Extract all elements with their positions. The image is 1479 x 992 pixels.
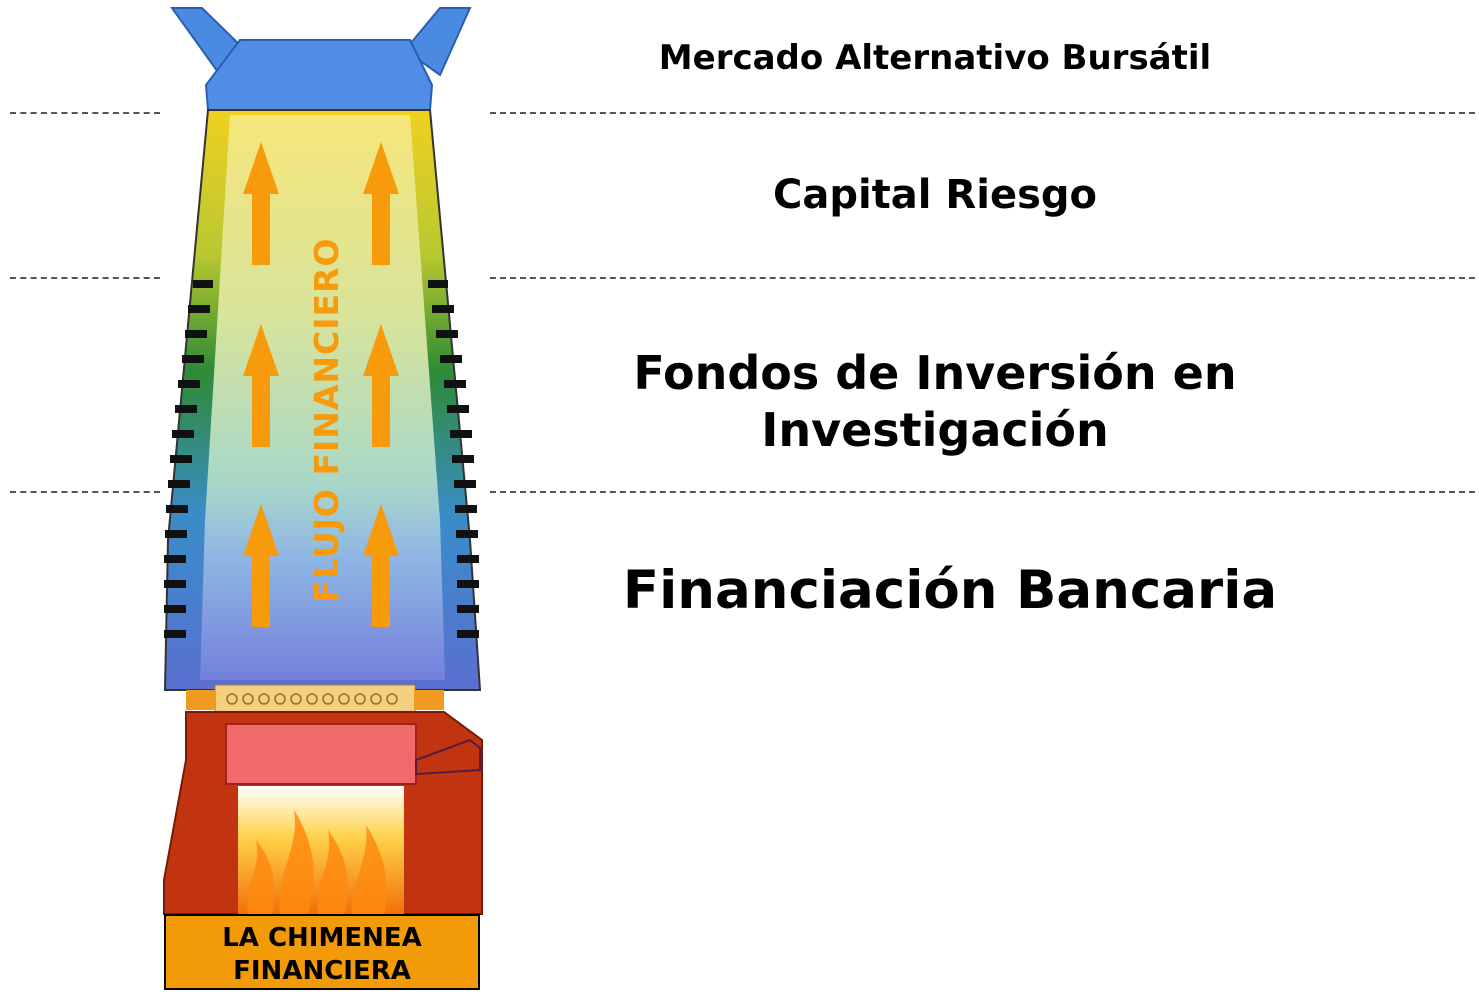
left-ribs	[164, 280, 213, 638]
grate	[214, 684, 416, 714]
arrow-up-icon	[243, 324, 279, 447]
right-ribs	[428, 280, 479, 638]
caption-line-2: FINANCIERA	[233, 956, 411, 986]
chimney-caption: LA CHIMENEA FINANCIERA	[164, 914, 480, 990]
divider-right-2	[490, 277, 1475, 279]
level-label-mercado: Mercado Alternativo Bursátil	[658, 38, 1212, 78]
side-pipe	[415, 738, 481, 776]
arrow-up-icon	[363, 504, 399, 627]
right-pipe	[403, 7, 472, 77]
level-label-capital-riesgo: Capital Riesgo	[772, 172, 1097, 218]
arrow-up-icon	[363, 142, 399, 265]
level-label-fondos: Fondos de Inversión en Investigación	[633, 346, 1237, 457]
flames-icon	[247, 810, 387, 914]
arrow-up-icon	[243, 504, 279, 627]
divider-left-3	[10, 491, 160, 493]
flow-label: FLUJO FINANCIERO	[307, 237, 346, 602]
divider-left-2	[10, 277, 160, 279]
arrow-up-icon	[243, 142, 279, 265]
arrow-up-icon	[363, 324, 399, 447]
top-cap	[204, 39, 434, 111]
divider-right-3	[490, 491, 1475, 493]
caption-line-1: LA CHIMENEA	[222, 923, 422, 953]
chimney-illustration: FLUJO FINANCIERO	[163, 7, 483, 915]
flow-arrows	[243, 142, 399, 627]
divider-right-1	[490, 112, 1475, 114]
hearth	[225, 723, 417, 785]
divider-left-1	[10, 112, 160, 114]
level-label-financiacion: Financiación Bancaria	[622, 560, 1278, 621]
